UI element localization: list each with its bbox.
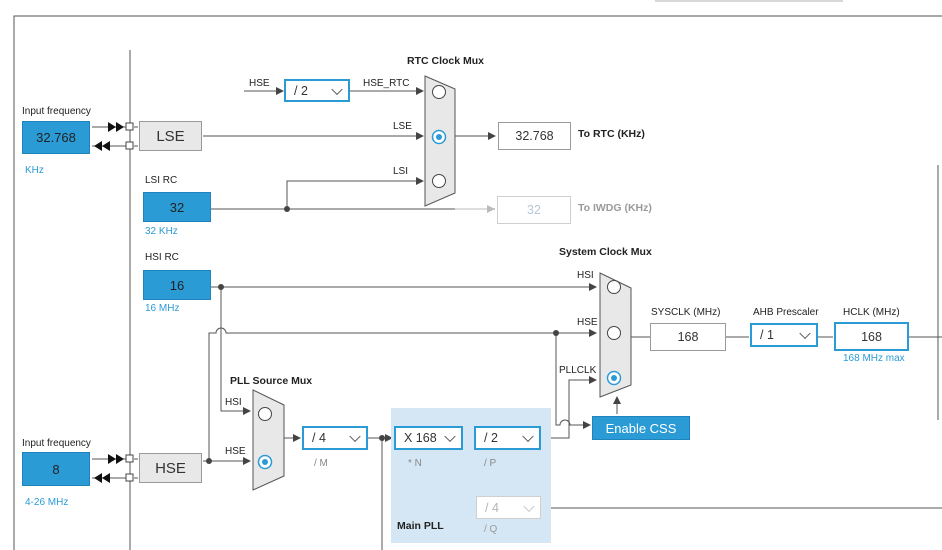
sys-mux-hsi-option[interactable] (606, 279, 622, 295)
rtc-mux-lse-label: LSE (393, 121, 412, 132)
rtc-hse-divider-value: / 2 (294, 83, 308, 98)
to-iwdg-value: 32 (497, 196, 571, 224)
hse-input-frequency-field[interactable]: 8 (22, 452, 90, 486)
rtc-mux-hse-radio (432, 85, 446, 99)
hse-block[interactable]: HSE (139, 453, 202, 483)
sys-mux-hse-label: HSE (577, 317, 598, 328)
rtc-mux-hse-option[interactable] (431, 84, 447, 100)
rtc-mux-lsi-radio (432, 174, 446, 188)
lse-block[interactable]: LSE (139, 121, 202, 151)
pll-src-mux-hse-option[interactable] (257, 454, 273, 470)
sys-mux-hse-option[interactable] (606, 325, 622, 341)
pll-m-label: / M (314, 458, 328, 469)
system-clock-mux-title: System Clock Mux (559, 246, 652, 258)
rtc-clock-mux-title: RTC Clock Mux (407, 55, 485, 67)
chevron-down-icon (522, 430, 534, 443)
to-rtc-value: 32.768 (498, 122, 571, 150)
sys-mux-pllclk-label: PLLCLK (559, 365, 597, 376)
sys-mux-hsi-label: HSI (577, 270, 594, 281)
rtc-mux-lse-option[interactable] (431, 129, 447, 145)
pll-n-multiplier-select[interactable]: X 168 (394, 426, 463, 450)
chevron-down-icon (331, 83, 343, 95)
lse-input-frequency-unit: KHz (25, 165, 44, 176)
ahb-prescaler-select[interactable]: / 1 (750, 323, 818, 347)
pll-n-value: X 168 (404, 431, 437, 445)
chevron-down-icon (444, 430, 456, 443)
pll-src-mux-hsi-option[interactable] (257, 406, 273, 422)
to-rtc-label: To RTC (KHz) (578, 128, 645, 140)
top-scrollbar[interactable] (655, 0, 843, 2)
pll-src-mux-hsi-label: HSI (225, 397, 242, 408)
lsi-rc-unit: 32 KHz (145, 226, 178, 237)
rtc-hse-divider-select[interactable]: / 2 (284, 79, 350, 102)
chevron-down-icon (799, 327, 811, 340)
pll-source-mux-title: PLL Source Mux (230, 375, 313, 387)
rtc-mux-lsi-label: LSI (393, 166, 409, 177)
ahb-prescaler-label: AHB Prescaler (753, 307, 819, 318)
hsi-rc-label: HSI RC (145, 252, 179, 263)
to-iwdg-label: To IWDG (KHz) (578, 202, 652, 214)
main-pll-title: Main PLL (397, 520, 444, 532)
chevron-down-icon (349, 430, 361, 443)
rtc-mux-hse-input-label: HSE (249, 78, 270, 89)
ahb-prescaler-value: / 1 (760, 328, 774, 342)
hsi-rc-value: 16 (143, 270, 211, 300)
lse-input-frequency-field[interactable]: 32.768 (22, 121, 90, 154)
chevron-down-icon (523, 500, 535, 512)
pll-q-label: / Q (484, 524, 498, 535)
hse-input-frequency-unit: 4-26 MHz (25, 497, 69, 508)
pll-p-divider-select[interactable]: / 2 (474, 426, 541, 450)
pll-q-value: / 4 (485, 500, 499, 515)
pll-src-mux-shape (252, 389, 285, 491)
pll-p-label: / P (484, 458, 497, 469)
pll-n-label: * N (408, 458, 422, 469)
pll-p-value: / 2 (484, 431, 498, 445)
enable-css-button[interactable]: Enable CSS (592, 416, 690, 440)
hclk-label: HCLK (MHz) (843, 307, 900, 318)
hclk-field[interactable]: 168 (834, 322, 909, 351)
sysclk-value: 168 (650, 323, 726, 351)
hclk-max-note: 168 MHz max (843, 353, 905, 364)
pll-m-value: / 4 (312, 431, 326, 445)
hse-rtc-label: HSE_RTC (363, 78, 410, 89)
pll-src-mux-hse-label: HSE (225, 446, 246, 457)
rtc-mux-lsi-option[interactable] (431, 173, 447, 189)
sysclk-label: SYSCLK (MHz) (651, 307, 721, 318)
pll-q-divider-select[interactable]: / 4 (476, 496, 541, 519)
lsi-rc-label: LSI RC (145, 175, 178, 186)
pll-m-divider-select[interactable]: / 4 (302, 426, 368, 450)
lse-input-frequency-label: Input frequency (22, 106, 91, 117)
sys-mux-pllclk-option[interactable] (606, 370, 622, 386)
hsi-rc-unit: 16 MHz (145, 303, 180, 314)
lsi-rc-value: 32 (143, 192, 211, 222)
hse-input-frequency-label: Input frequency (22, 438, 91, 449)
